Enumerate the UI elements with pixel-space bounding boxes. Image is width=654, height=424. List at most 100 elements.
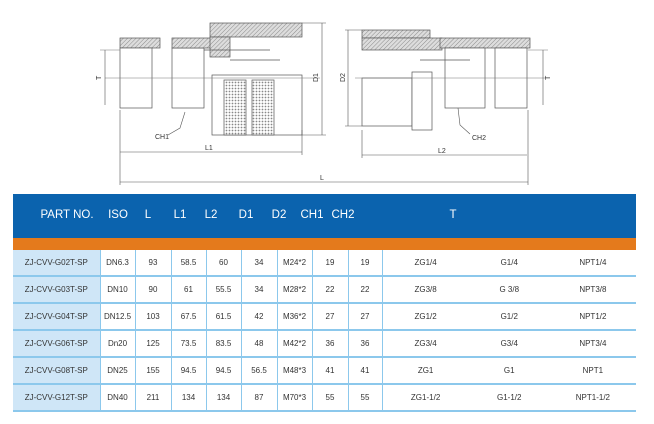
t-right-label: T [545, 75, 552, 80]
center-lines [100, 49, 548, 79]
l1-label: L1 [205, 145, 213, 152]
cell-l1: 94.5 [171, 357, 207, 385]
cell-d2: M36*2 [277, 303, 313, 331]
cell-t: ZG1 G1 NPT1 [382, 357, 636, 385]
cell-iso: Dn20 [100, 330, 136, 358]
cell-part: ZJ-CVV-G02T-SP [13, 250, 101, 277]
cell-l1: 67.5 [171, 303, 207, 331]
thread-value: NPT1/4 [579, 258, 607, 267]
cell-ch1: 27 [312, 303, 349, 331]
cell-d2: M70*3 [277, 384, 313, 412]
cell-l: 90 [135, 276, 172, 304]
cell-ch2: 19 [348, 250, 383, 277]
header-d1: D1 [238, 209, 254, 221]
cell-ch1: 19 [312, 250, 349, 277]
cell-ch2: 27 [348, 303, 383, 331]
cell-l2: 83.5 [206, 330, 242, 358]
thread-value: ZG3/8 [414, 285, 437, 294]
thread-value: G1 [503, 366, 515, 375]
l-label: L [320, 175, 324, 182]
cell-d1: 34 [241, 250, 278, 277]
plug-half [361, 29, 531, 131]
cell-l2: 61.5 [206, 303, 242, 331]
cell-part: ZJ-CVV-G08T-SP [13, 357, 101, 385]
cell-l2: 94.5 [206, 357, 242, 385]
thread-value: G1-1/2 [497, 393, 522, 402]
coupling-technical-drawing: CH1 CH2 L1 L2 L D1 D2 T T [96, 22, 552, 185]
cell-d2: M24*2 [277, 250, 313, 277]
header-iso: ISO [108, 209, 128, 221]
ch1-label: CH1 [155, 134, 169, 141]
cell-l: 103 [135, 303, 172, 331]
cell-l: 155 [135, 357, 172, 385]
cell-d1: 42 [241, 303, 278, 331]
cell-l: 211 [135, 384, 172, 412]
cell-l1: 134 [171, 384, 207, 412]
table-header: PART NO. ISO L L1 L2 D1 D2 CH1 CH2 T [13, 194, 636, 238]
d2-label: D2 [340, 73, 347, 82]
cell-part: ZJ-CVV-G03T-SP [13, 276, 101, 304]
header-l: L [144, 209, 152, 221]
cell-ch2: 22 [348, 276, 383, 304]
l2-label: L2 [438, 148, 446, 155]
cell-t: ZG1-1/2 G1-1/2 NPT1-1/2 [382, 384, 636, 412]
thread-value: G1/4 [500, 258, 518, 267]
cell-l: 125 [135, 330, 172, 358]
cell-part: ZJ-CVV-G04T-SP [13, 303, 101, 331]
cell-l2: 134 [206, 384, 242, 412]
cell-ch2: 55 [348, 384, 383, 412]
header-ch2: CH2 [331, 209, 355, 221]
cell-iso: DN6.3 [100, 250, 136, 277]
cell-d1: 34 [241, 276, 278, 304]
cell-l1: 61 [171, 276, 207, 304]
spec-table: PART NO. ISO L L1 L2 D1 D2 CH1 CH2 T ZJ-… [13, 194, 636, 412]
header-l1: L1 [173, 209, 187, 221]
cell-ch1: 36 [312, 330, 349, 358]
d1-label: D1 [313, 73, 320, 82]
thread-value: NPT3/8 [579, 285, 607, 294]
cell-d2: M48*3 [277, 357, 313, 385]
cell-d2: M42*2 [277, 330, 313, 358]
thread-value: NPT1 [582, 366, 604, 375]
cell-part: ZJ-CVV-G12T-SP [13, 384, 101, 412]
header-d2: D2 [271, 209, 287, 221]
thread-value: NPT1-1/2 [575, 393, 610, 402]
cell-ch2: 36 [348, 330, 383, 358]
cell-d1: 87 [241, 384, 278, 412]
header-ch1: CH1 [300, 209, 324, 221]
thread-value: ZG1 [417, 366, 434, 375]
header-t: T [449, 209, 457, 221]
thread-value: ZG1-1/2 [410, 393, 441, 402]
thread-value: ZG1/4 [414, 258, 437, 267]
cell-d2: M28*2 [277, 276, 313, 304]
cell-l2: 55.5 [206, 276, 242, 304]
cell-ch2: 41 [348, 357, 383, 385]
header-part-no: PART NO. [40, 209, 94, 221]
cell-ch1: 55 [312, 384, 349, 412]
cell-d1: 56.5 [241, 357, 278, 385]
cell-iso: DN12.5 [100, 303, 136, 331]
cell-iso: DN25 [100, 357, 136, 385]
cell-l2: 60 [206, 250, 242, 277]
header-l2: L2 [204, 209, 218, 221]
thread-value: G3/4 [500, 339, 518, 348]
socket-half [119, 22, 303, 136]
accent-bar [13, 238, 636, 250]
cell-iso: DN10 [100, 276, 136, 304]
cell-part: ZJ-CVV-G06T-SP [13, 330, 101, 358]
thread-value: ZG3/4 [414, 339, 437, 348]
cell-l: 93 [135, 250, 172, 277]
cell-iso: DN40 [100, 384, 136, 412]
cell-l1: 58.5 [171, 250, 207, 277]
thread-value: G1/2 [500, 312, 518, 321]
